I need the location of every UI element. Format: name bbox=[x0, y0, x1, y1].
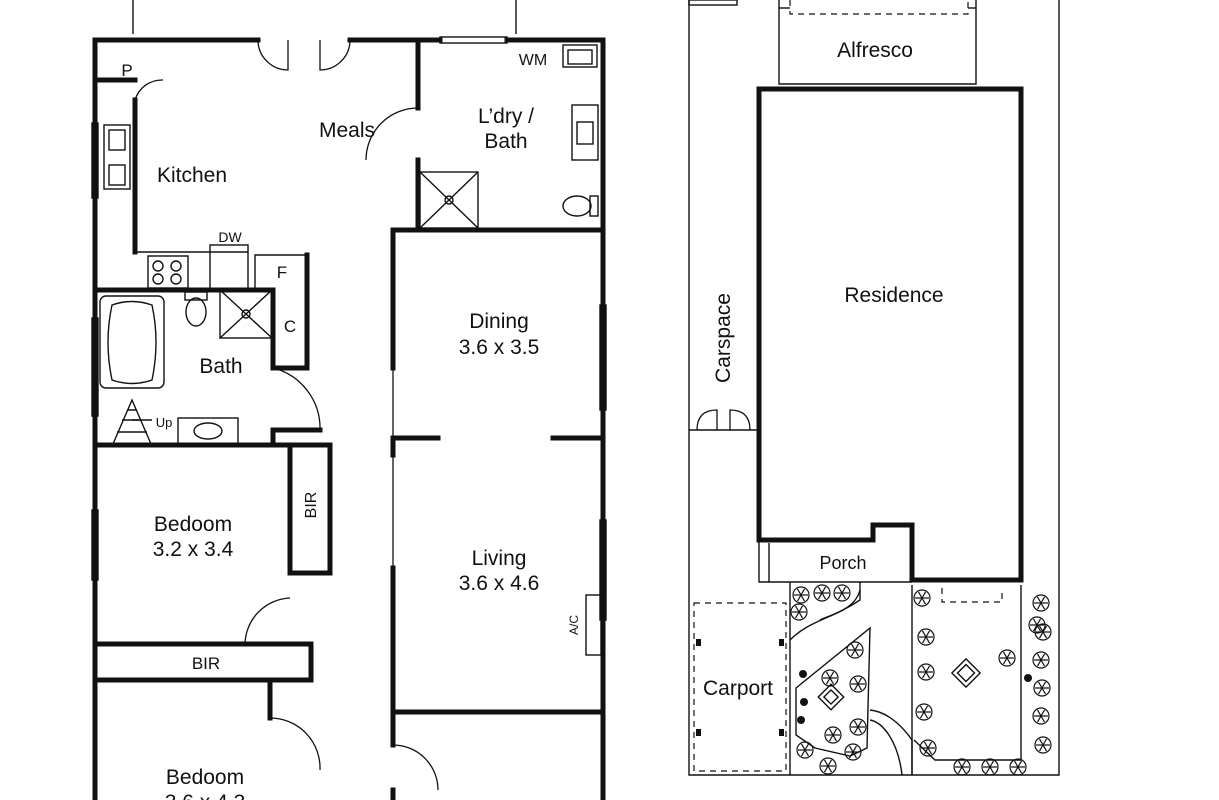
carspace-label: Carspace bbox=[712, 293, 735, 383]
shrub-icon bbox=[1028, 616, 1046, 634]
shrub-icon bbox=[919, 739, 937, 757]
shrub-icon bbox=[981, 758, 999, 776]
shrub-icon bbox=[790, 603, 808, 621]
fixtures bbox=[99, 44, 602, 656]
dishwasher-label: DW bbox=[218, 229, 242, 245]
pantry-label: P bbox=[121, 61, 132, 80]
shrub-icon bbox=[1034, 736, 1052, 754]
aircon-label: A/C bbox=[567, 615, 581, 635]
shrub-icon bbox=[792, 586, 810, 604]
bath-label: Bath bbox=[199, 355, 242, 378]
cupboard-label: C bbox=[284, 317, 296, 336]
bir2-label: BIR bbox=[192, 654, 220, 673]
fridge-label: F bbox=[277, 263, 287, 282]
shrub-icon bbox=[833, 584, 851, 602]
bedroom2-dimensions: 3.6 x 4.3 bbox=[165, 791, 246, 800]
site-plan-labels: Alfresco Residence Carspace Porch Carpor… bbox=[703, 39, 944, 700]
washing-machine-label: WM bbox=[519, 52, 547, 69]
shrub-icon bbox=[1032, 707, 1050, 725]
shrub-icon bbox=[1032, 651, 1050, 669]
meals-label: Meals bbox=[319, 119, 375, 142]
floor-plan-walls bbox=[91, 0, 607, 800]
shrub-icon bbox=[846, 641, 864, 659]
shrub-icon bbox=[819, 757, 837, 775]
shrub-icon bbox=[1034, 623, 1052, 641]
shrub-icon bbox=[821, 669, 839, 687]
doors bbox=[134, 39, 439, 791]
porch-label: Porch bbox=[819, 553, 866, 573]
dining-label: Dining bbox=[469, 310, 529, 333]
small-dots bbox=[797, 670, 1032, 724]
shrub-icon bbox=[1032, 594, 1050, 612]
dining-dimensions: 3.6 x 3.5 bbox=[459, 336, 540, 359]
shrub-icon bbox=[849, 675, 867, 693]
shrub-icon bbox=[998, 649, 1016, 667]
bedroom1-dimensions: 3.2 x 3.4 bbox=[153, 538, 234, 561]
shrub-icon bbox=[796, 741, 814, 759]
kitchen-label: Kitchen bbox=[157, 164, 227, 187]
stairs-label: Up bbox=[156, 415, 173, 430]
living-label: Living bbox=[472, 547, 527, 570]
shrub-icon bbox=[813, 584, 831, 602]
site-plan bbox=[688, 0, 1060, 776]
shrub-icon bbox=[917, 628, 935, 646]
residence-label: Residence bbox=[844, 284, 943, 307]
living-dimensions: 3.6 x 4.6 bbox=[459, 572, 540, 595]
laundry-label-line2: Bath bbox=[484, 130, 527, 153]
bedroom2-label: Bedoom bbox=[166, 766, 244, 789]
shrub-icon bbox=[1033, 679, 1051, 697]
shrub-icon bbox=[913, 589, 931, 607]
shrub-icon bbox=[824, 726, 842, 744]
bedroom1-label: Bedoom bbox=[154, 513, 232, 536]
laundry-label-line1: L’dry / bbox=[478, 105, 534, 128]
shrub-icon bbox=[953, 758, 971, 776]
shrub-icon bbox=[1009, 758, 1027, 776]
shrub-icon bbox=[849, 718, 867, 736]
carport-label: Carport bbox=[703, 677, 773, 700]
shrub-icon bbox=[917, 663, 935, 681]
shrub-icon bbox=[915, 703, 933, 721]
floor-plan-labels: P Meals Kitchen L’dry / Bath WM DW F C B… bbox=[121, 52, 581, 800]
shrub-icon bbox=[844, 743, 862, 761]
garden-plants bbox=[790, 584, 1052, 776]
bir1-label: BIR bbox=[303, 492, 320, 519]
alfresco-label: Alfresco bbox=[837, 39, 913, 62]
